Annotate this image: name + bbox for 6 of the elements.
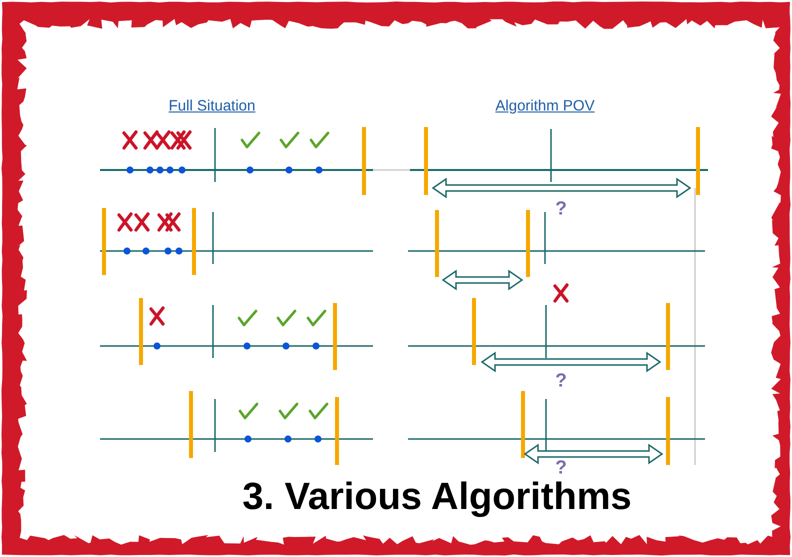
question-mark: ? bbox=[555, 200, 567, 218]
slide-title: 3. Various Algorithms bbox=[242, 478, 632, 516]
question-mark: ? bbox=[555, 458, 567, 478]
question-mark: ? bbox=[555, 372, 567, 390]
column-heading: Algorithm POV bbox=[495, 98, 595, 114]
column-heading: Full Situation bbox=[168, 98, 256, 114]
